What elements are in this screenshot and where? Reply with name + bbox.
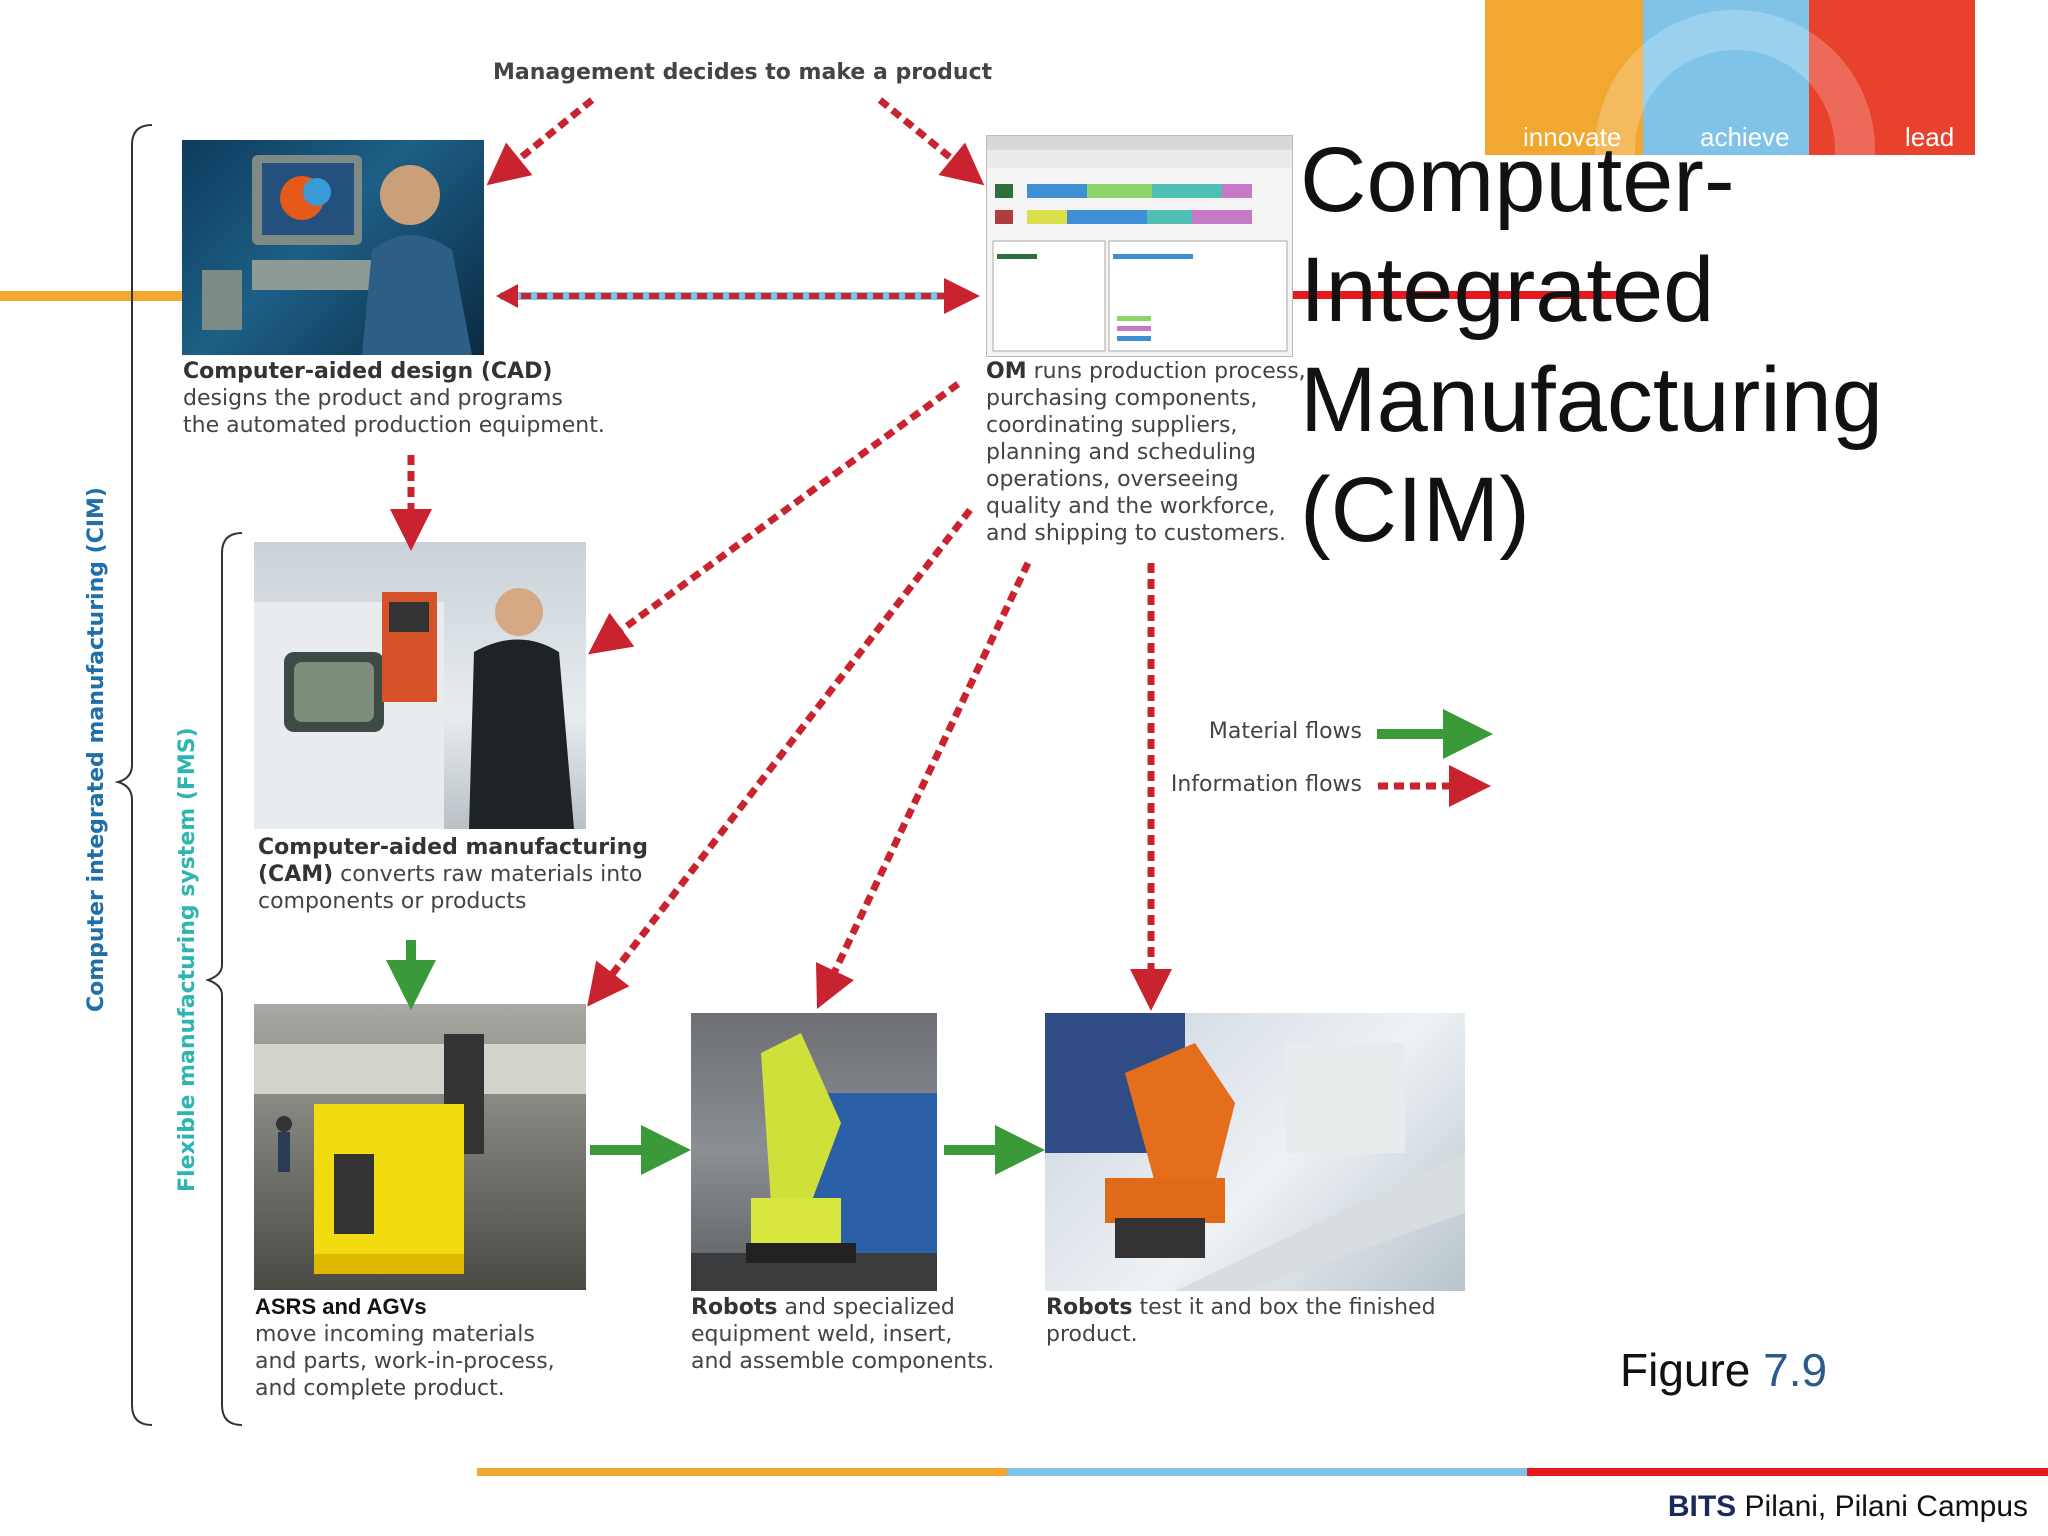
- cam-caption-line-1: converts raw materials into: [333, 862, 643, 887]
- legend-information-label: Information flows: [1170, 772, 1362, 797]
- figure-word: Figure: [1620, 1344, 1751, 1396]
- om-caption-line-5: quality and the workforce,: [986, 494, 1276, 519]
- cad-photo: [182, 140, 484, 355]
- brand-tagline-achieve: achieve: [1700, 122, 1790, 152]
- title-line-3: Manufacturing: [1300, 349, 1883, 451]
- brand-tagline-lead: lead: [1905, 122, 1955, 152]
- asrs-caption-line-1: move incoming materials: [255, 1322, 535, 1347]
- title-line-1: Computer-: [1300, 129, 1735, 231]
- cim-bracket: [114, 124, 153, 1426]
- legend-swatches: [1377, 709, 1493, 807]
- robots-test-caption-line-1: product.: [1046, 1322, 1138, 1347]
- asrs-caption: ASRS and AGVs move incoming materials an…: [255, 1293, 555, 1402]
- footer-bar-blue: [1007, 1468, 1527, 1476]
- cad-caption-line-1: designs the product and programs: [183, 386, 563, 411]
- top-label: Management decides to make a product: [493, 60, 993, 85]
- cam-caption-line-2: components or products: [258, 889, 527, 914]
- om-screenshot: [986, 135, 1293, 357]
- robots-test-caption-title: Robots: [1046, 1295, 1133, 1320]
- asrs-caption-line-2: and parts, work-in-process,: [255, 1349, 555, 1374]
- figure-number: 7.9: [1763, 1344, 1828, 1396]
- brand-tagline-innovate: innovate: [1523, 122, 1622, 152]
- cam-caption-title: Computer-aided manufacturing: [258, 835, 649, 860]
- fms-vertical-label: Flexible manufacturing system (FMS): [175, 727, 200, 1192]
- om-caption-line-4: operations, overseeing: [986, 467, 1239, 492]
- footer-bits: BITS: [1667, 1490, 1737, 1523]
- footer-bar-orange: [477, 1468, 1007, 1476]
- om-caption-line-3: planning and scheduling: [986, 440, 1256, 465]
- cad-caption-line-2: the automated production equipment.: [183, 413, 605, 438]
- brand-red-panel: [1809, 0, 1975, 155]
- legend-material-label: Material flows: [1208, 719, 1362, 744]
- cim-vertical-label: Computer integrated manufacturing (CIM): [84, 487, 109, 1012]
- title-line-2: Integrated: [1300, 239, 1715, 341]
- accent-bar-title: [1290, 291, 1620, 299]
- footer-campus: BITS Pilani, Pilani Campus: [1668, 1490, 2028, 1524]
- cad-caption-title: Computer-aided design (CAD): [183, 359, 553, 384]
- cam-photo: [254, 542, 586, 829]
- fms-bracket: [205, 532, 243, 1426]
- footer-bar-red: [1527, 1468, 2048, 1476]
- title-line-4: (CIM): [1300, 459, 1530, 561]
- om-caption-line-2: coordinating suppliers,: [986, 413, 1238, 438]
- material-flow-arrows: [386, 940, 1045, 1175]
- brand-orange-panel: [1485, 0, 1643, 155]
- asrs-photo: [254, 1004, 586, 1290]
- brand-block: innovate achieve lead: [1485, 0, 1975, 155]
- om-caption-title: OM: [986, 359, 1027, 384]
- footer-campus-text: Pilani, Pilani Campus: [1736, 1490, 2028, 1523]
- slide-title: Computer- Integrated Manufacturing (CIM): [1300, 125, 1883, 565]
- robots-test-caption-first: test it and box the finished: [1132, 1295, 1436, 1320]
- asrs-caption-line-3: and complete product.: [255, 1376, 505, 1401]
- om-caption-first: runs production process,: [1026, 359, 1306, 384]
- brand-blue-panel: [1643, 0, 1809, 155]
- robot-weld-photo: [691, 1013, 937, 1291]
- accent-bar-left: [0, 291, 182, 301]
- robots-weld-caption-line-2: and assemble components.: [691, 1349, 995, 1374]
- robot-test-photo: [1045, 1013, 1465, 1291]
- cam-caption: Computer-aided manufacturing (CAM) conve…: [258, 834, 648, 915]
- gear-icon: [1595, 10, 1875, 155]
- robots-test-caption: Robots test it and box the finished prod…: [1046, 1294, 1436, 1348]
- cam-caption-abbrev: (CAM): [258, 862, 334, 887]
- cad-caption: Computer-aided design (CAD) designs the …: [183, 358, 605, 439]
- om-caption: OM runs production process, purchasing c…: [986, 358, 1306, 547]
- robots-weld-caption-line-1: equipment weld, insert,: [691, 1322, 953, 1347]
- robots-weld-caption-first: and specialized: [777, 1295, 955, 1320]
- robots-weld-caption: Robots and specialized equipment weld, i…: [691, 1294, 994, 1375]
- asrs-caption-title: ASRS and AGVs: [255, 1294, 427, 1319]
- cad-om-exchange-arrow: [496, 278, 980, 314]
- information-flow-arrows: [390, 97, 1172, 1011]
- robots-weld-caption-title: Robots: [691, 1295, 778, 1320]
- om-caption-line-1: purchasing components,: [986, 386, 1258, 411]
- om-caption-line-6: and shipping to customers.: [986, 521, 1286, 546]
- figure-label: Figure 7.9: [1620, 1343, 1827, 1397]
